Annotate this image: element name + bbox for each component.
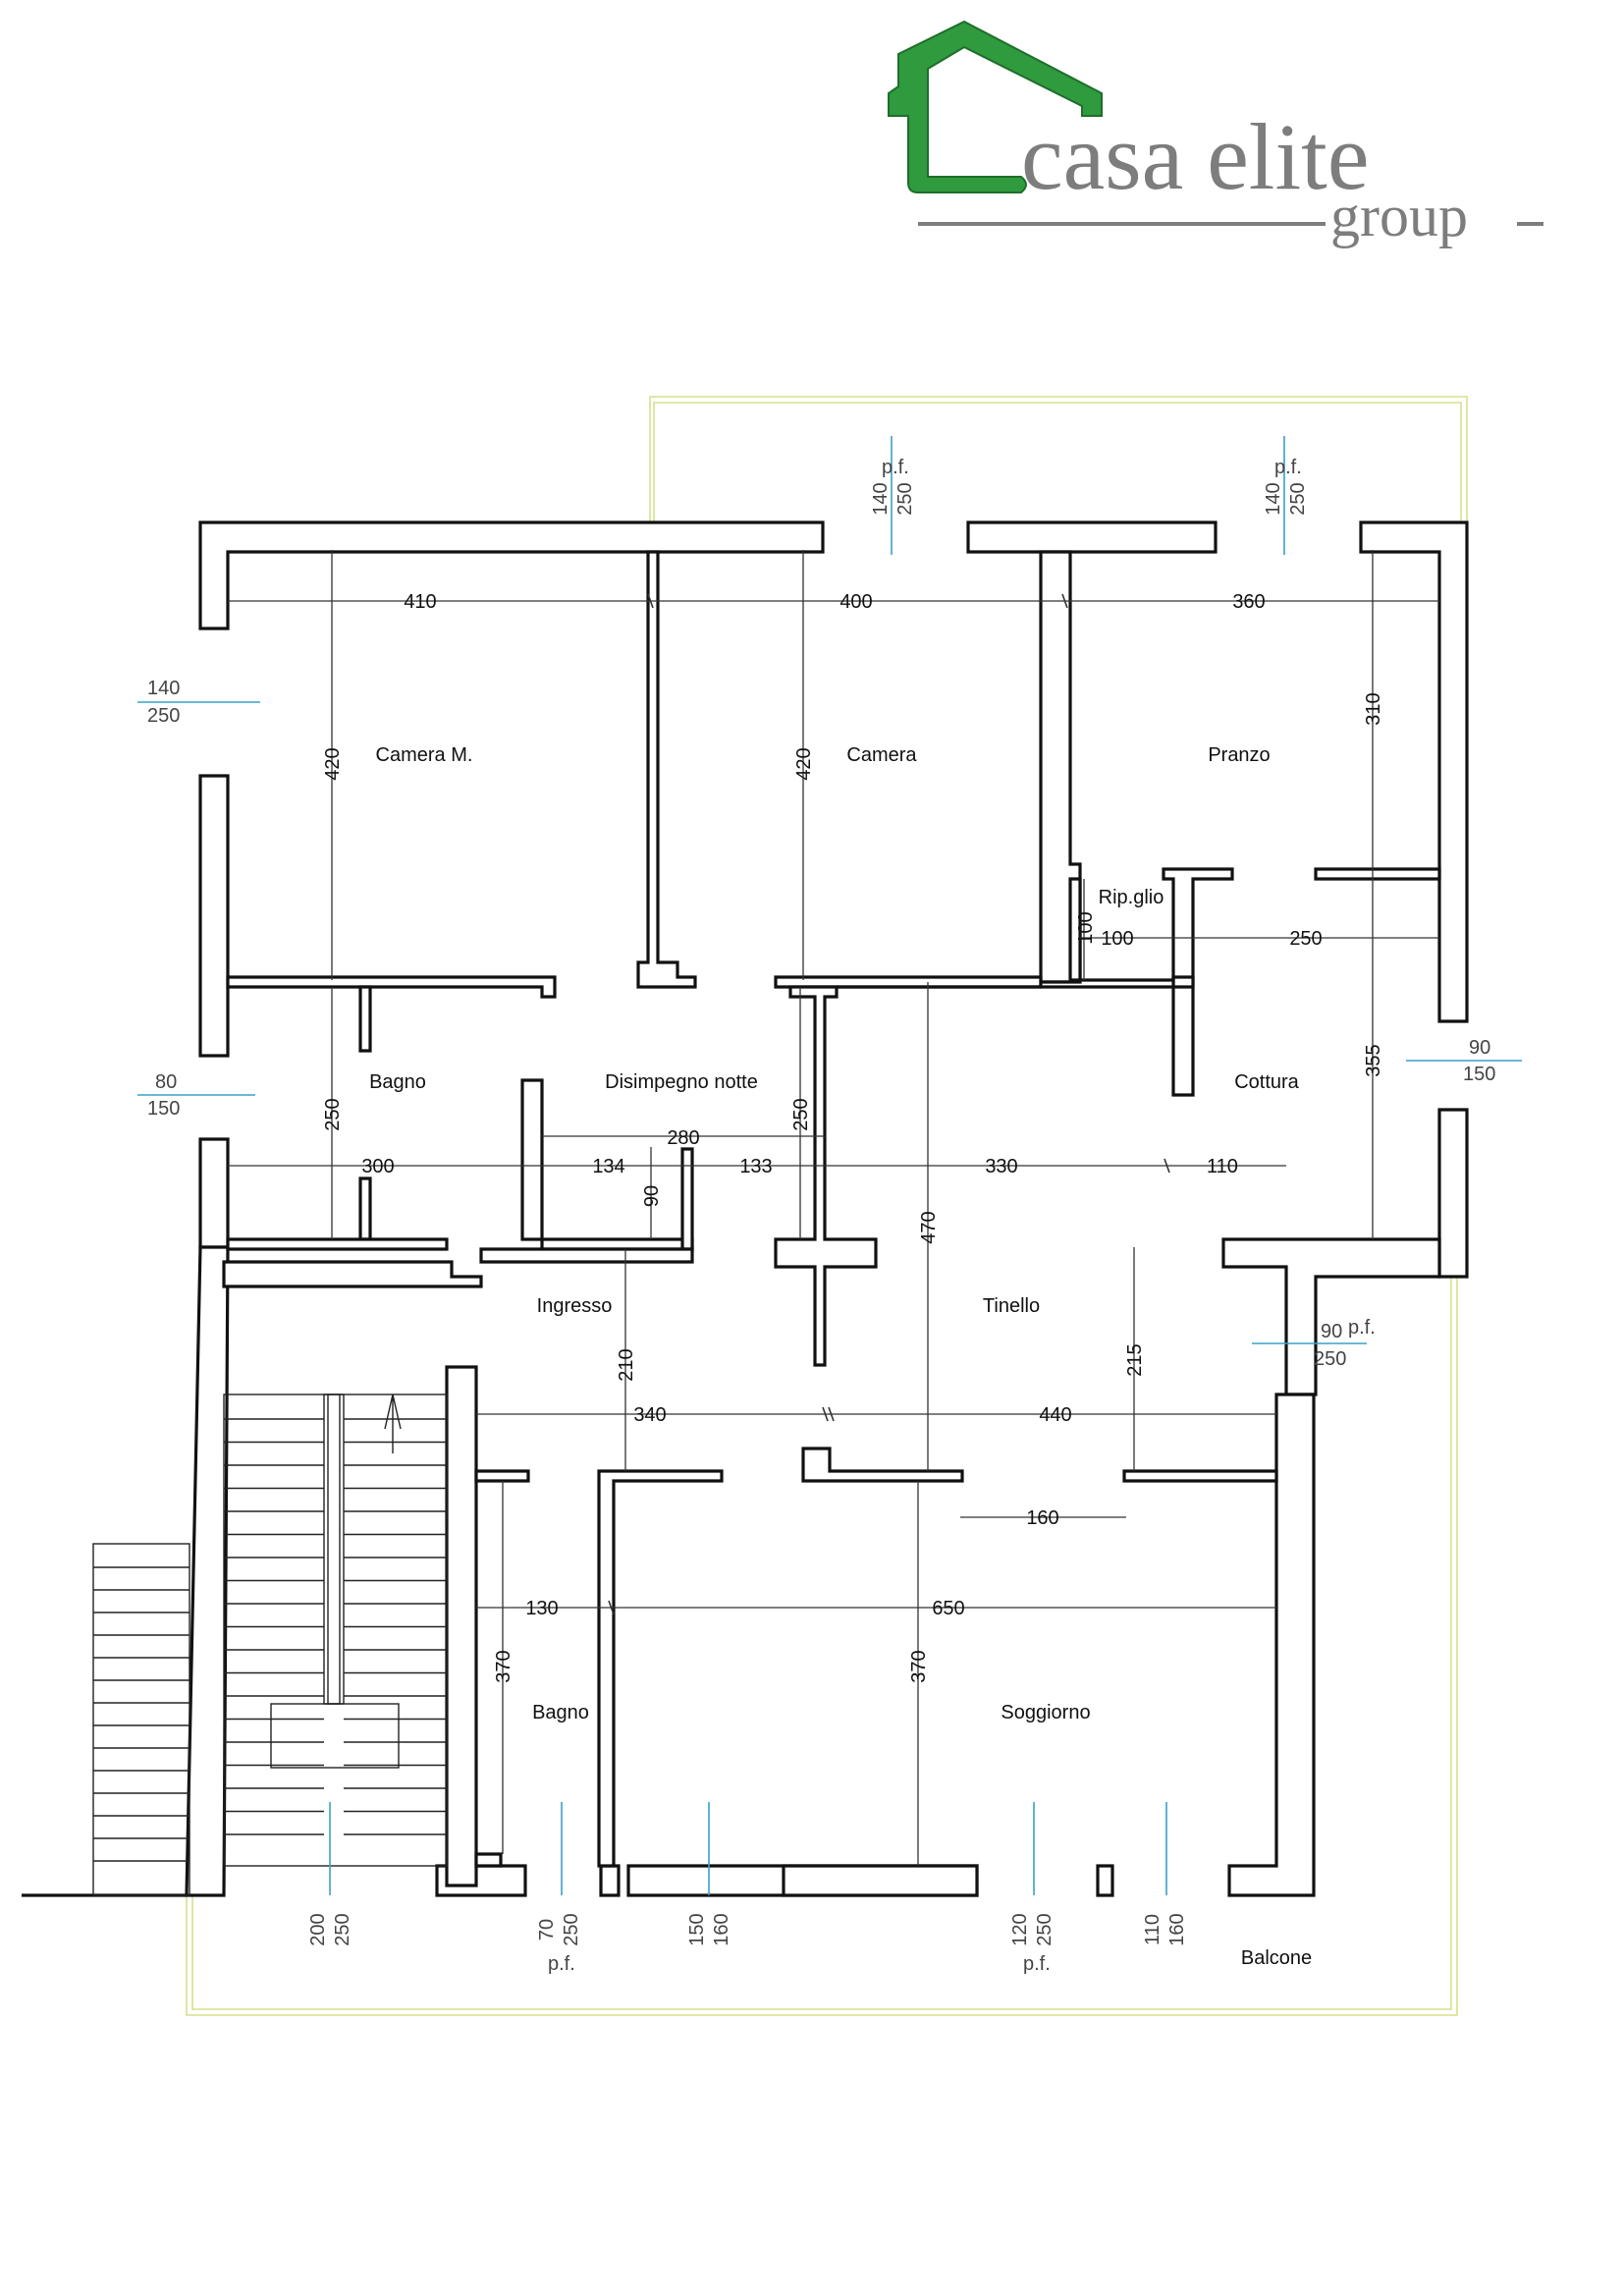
dim-h310: 310 <box>1363 692 1384 725</box>
dim-w280: 280 <box>667 1127 699 1149</box>
dim-w250: 250 <box>1289 928 1322 950</box>
dim-w130: 130 <box>525 1598 558 1619</box>
room-tinello: Tinello <box>983 1295 1040 1317</box>
aperture-markers: p.f. 140 250 p.f. 140 250 140 250 80 150… <box>137 436 1522 1975</box>
room-disimpegno: Disimpegno notte <box>605 1071 758 1093</box>
room-pranzo: Pranzo <box>1208 744 1270 766</box>
aperture-b1-h: 250 <box>332 1913 353 1945</box>
aperture-b5-w: 110 <box>1142 1914 1164 1945</box>
dim-w110: 110 <box>1207 1156 1238 1177</box>
room-camera-m: Camera M. <box>376 744 473 766</box>
room-labels: Camera M. Camera Pranzo Rip.glio Bagno D… <box>369 744 1312 1969</box>
dim-h215: 215 <box>1124 1343 1146 1376</box>
dim-w360: 360 <box>1232 591 1265 613</box>
room-ingresso: Ingresso <box>537 1295 613 1317</box>
dim-w160: 160 <box>1026 1507 1058 1529</box>
dim-h355: 355 <box>1363 1044 1384 1076</box>
brand-name: casa elite <box>1021 104 1369 209</box>
aperture-right2-h: 250 <box>1314 1348 1346 1370</box>
terrace-outline-top <box>649 396 1468 522</box>
aperture-b2-w: 70 <box>536 1919 558 1941</box>
aperture-right1-h: 150 <box>1463 1064 1495 1085</box>
aperture-top1-h: 250 <box>894 482 916 515</box>
aperture-top2-h: 250 <box>1287 482 1309 515</box>
aperture-top2-w: 140 <box>1263 482 1284 515</box>
aperture-b3-h: 160 <box>711 1913 732 1945</box>
dim-h250b: 250 <box>790 1098 812 1130</box>
aperture-b5-h: 160 <box>1166 1913 1188 1945</box>
aperture-b4-note: p.f. <box>1023 1953 1051 1975</box>
staircase <box>92 1394 448 1896</box>
dim-w410: 410 <box>404 591 436 613</box>
aperture-b4-h: 250 <box>1034 1913 1056 1945</box>
aperture-right2-w: 90 <box>1321 1321 1342 1342</box>
interior-walls <box>222 550 1441 1887</box>
room-balcone: Balcone <box>1241 1947 1312 1969</box>
aperture-right1-w: 90 <box>1469 1037 1490 1059</box>
terrace-outline-top-inner <box>653 402 1462 522</box>
balcony-outline-inner <box>191 1272 1452 2010</box>
dim-w134: 134 <box>592 1156 624 1177</box>
balcony-outline <box>186 1272 1458 2016</box>
dim-w300: 300 <box>361 1156 394 1177</box>
room-bagno-top: Bagno <box>369 1071 426 1093</box>
aperture-left2-h: 150 <box>147 1098 180 1120</box>
room-camera: Camera <box>846 744 917 766</box>
dim-h420a: 420 <box>322 747 344 780</box>
brand-logo: casa elite group <box>888 20 1543 248</box>
house-icon <box>888 20 1103 193</box>
dim-h370a: 370 <box>493 1650 514 1682</box>
aperture-top2-note: p.f. <box>1274 457 1302 478</box>
dim-h210: 210 <box>616 1348 637 1381</box>
dimension-lines <box>228 550 1439 1866</box>
room-ripostiglio: Rip.glio <box>1099 887 1164 908</box>
dim-w340: 340 <box>633 1404 666 1426</box>
dim-w100: 100 <box>1101 928 1133 950</box>
aperture-left1-h: 250 <box>147 705 180 727</box>
aperture-left1-w: 140 <box>147 678 180 699</box>
aperture-right2-note: p.f. <box>1348 1317 1376 1339</box>
dim-w133: 133 <box>739 1156 772 1177</box>
dim-h90: 90 <box>641 1185 663 1207</box>
dim-w650: 650 <box>932 1598 964 1619</box>
dim-w440: 440 <box>1039 1404 1071 1426</box>
room-cottura: Cottura <box>1234 1071 1299 1093</box>
aperture-b3-w: 150 <box>686 1913 708 1945</box>
dim-w330: 330 <box>985 1156 1017 1177</box>
aperture-left2-w: 80 <box>155 1071 177 1093</box>
exterior-walls <box>185 520 1469 1897</box>
aperture-b4-w: 120 <box>1009 1913 1031 1945</box>
dimension-labels: 410 400 360 420 420 310 100 100 250 250 … <box>322 591 1384 1683</box>
dim-h100: 100 <box>1075 911 1097 944</box>
aperture-b1-w: 200 <box>307 1913 329 1945</box>
dim-h420b: 420 <box>793 747 815 780</box>
brand-tagline: group <box>1330 184 1468 248</box>
dim-h250a: 250 <box>322 1098 344 1130</box>
aperture-top1-note: p.f. <box>882 457 909 478</box>
aperture-top1-w: 140 <box>870 482 892 515</box>
room-bagno-bottom: Bagno <box>532 1702 589 1723</box>
dim-h470: 470 <box>918 1211 940 1243</box>
aperture-b2-note: p.f. <box>548 1953 575 1975</box>
aperture-b2-h: 250 <box>561 1913 582 1945</box>
room-soggiorno: Soggiorno <box>1001 1702 1090 1723</box>
dim-h370b: 370 <box>908 1650 930 1682</box>
dim-w400: 400 <box>839 591 872 613</box>
